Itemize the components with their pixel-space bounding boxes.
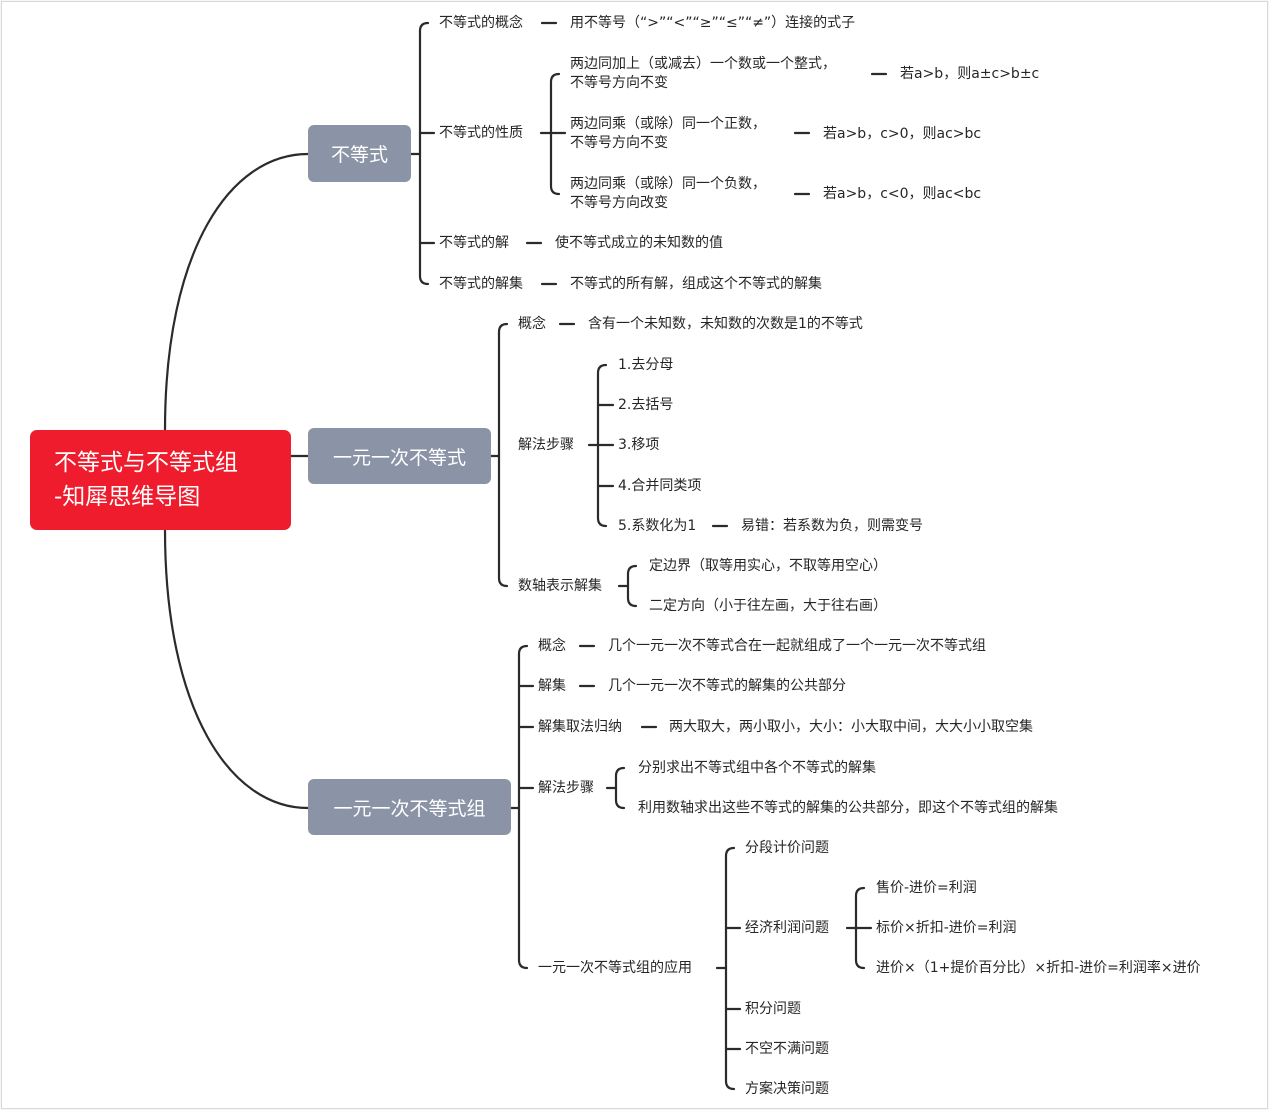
app-profit[interactable]: 经济利润问题 [745,920,829,936]
number-line-solution-set[interactable]: 数轴表示解集 [518,578,602,594]
inequality-solution-detail[interactable]: 使不等式成立的未知数的值 [555,235,723,251]
property-multiply-positive-formula[interactable]: 若a>b，c>0，则ac>bc [823,126,982,142]
inequality-concept[interactable]: 不等式的概念 [439,15,523,31]
step-5-note[interactable]: 易错：若系数为负，则需变号 [741,518,923,534]
number-line-boundary[interactable]: 定边界（取等用实心，不取等用空心） [649,558,887,574]
step-5[interactable]: 5.系数化为1 [618,518,697,534]
system-solution-set-detail[interactable]: 几个一元一次不等式的解集的公共部分 [608,678,846,694]
system-applications[interactable]: 一元一次不等式组的应用 [538,960,692,976]
system-solving-steps[interactable]: 解法步骤 [538,780,594,796]
number-line-direction[interactable]: 二定方向（小于往左画，大于往右画） [649,598,887,614]
step-1[interactable]: 1.去分母 [618,357,674,373]
profit-formula-3[interactable]: 进价×（1+提价百分比）×折扣-进价=利润率×进价 [876,960,1201,976]
system-solution-rule[interactable]: 解集取法归纳 [538,719,622,735]
inequality-properties[interactable]: 不等式的性质 [439,125,523,141]
inequality-solution-set-detail[interactable]: 不等式的所有解，组成这个不等式的解集 [570,276,822,292]
step-4[interactable]: 4.合并同类项 [618,478,702,494]
app-plan-decision[interactable]: 方案决策问题 [745,1081,829,1097]
app-points[interactable]: 积分问题 [745,1001,801,1017]
branch-inequality[interactable]: 不等式 [308,125,411,182]
property-multiply-negative[interactable]: 两边同乘（或除）同一个负数， 不等号方向改变 [570,176,766,211]
system-solution-set[interactable]: 解集 [538,678,566,694]
system-concept[interactable]: 概念 [538,638,566,654]
root-topic[interactable]: 不等式与不等式组 -知犀思维导图 [30,430,291,530]
inequality-solution[interactable]: 不等式的解 [439,235,509,251]
system-step-1[interactable]: 分别求出不等式组中各个不等式的解集 [638,760,876,776]
property-add-subtract[interactable]: 两边同加上（或减去）一个数或一个整式， 不等号方向不变 [570,56,836,91]
property-multiply-negative-formula[interactable]: 若a>b，c<0，则ac<bc [823,186,982,202]
property-multiply-positive[interactable]: 两边同乘（或除）同一个正数， 不等号方向不变 [570,116,766,151]
system-solution-rule-detail[interactable]: 两大取大，两小取小，大小：小大取中间，大大小小取空集 [669,719,1033,735]
property-add-subtract-formula[interactable]: 若a>b，则a±c>b±c [900,66,1040,82]
inequality-solution-set[interactable]: 不等式的解集 [439,276,523,292]
step-3[interactable]: 3.移项 [618,437,660,453]
profit-formula-2[interactable]: 标价×折扣-进价=利润 [876,920,1017,936]
profit-formula-1[interactable]: 售价-进价=利润 [876,880,977,896]
branch-inequality-system[interactable]: 一元一次不等式组 [308,779,511,835]
linear-concept-detail[interactable]: 含有一个未知数，未知数的次数是1的不等式 [588,316,863,332]
branch-linear-inequality[interactable]: 一元一次不等式 [308,428,491,484]
app-tiered-pricing[interactable]: 分段计价问题 [745,840,829,856]
step-2[interactable]: 2.去括号 [618,397,674,413]
linear-solving-steps[interactable]: 解法步骤 [518,437,574,453]
linear-concept[interactable]: 概念 [518,316,546,332]
inequality-concept-detail[interactable]: 用不等号（“>”“<”“≥”“≤”“≠”）连接的式子 [570,15,856,31]
system-concept-detail[interactable]: 几个一元一次不等式合在一起就组成了一个一元一次不等式组 [608,638,986,654]
app-not-empty-not-full[interactable]: 不空不满问题 [745,1041,829,1057]
system-step-2[interactable]: 利用数轴求出这些不等式的解集的公共部分，即这个不等式组的解集 [638,800,1058,816]
